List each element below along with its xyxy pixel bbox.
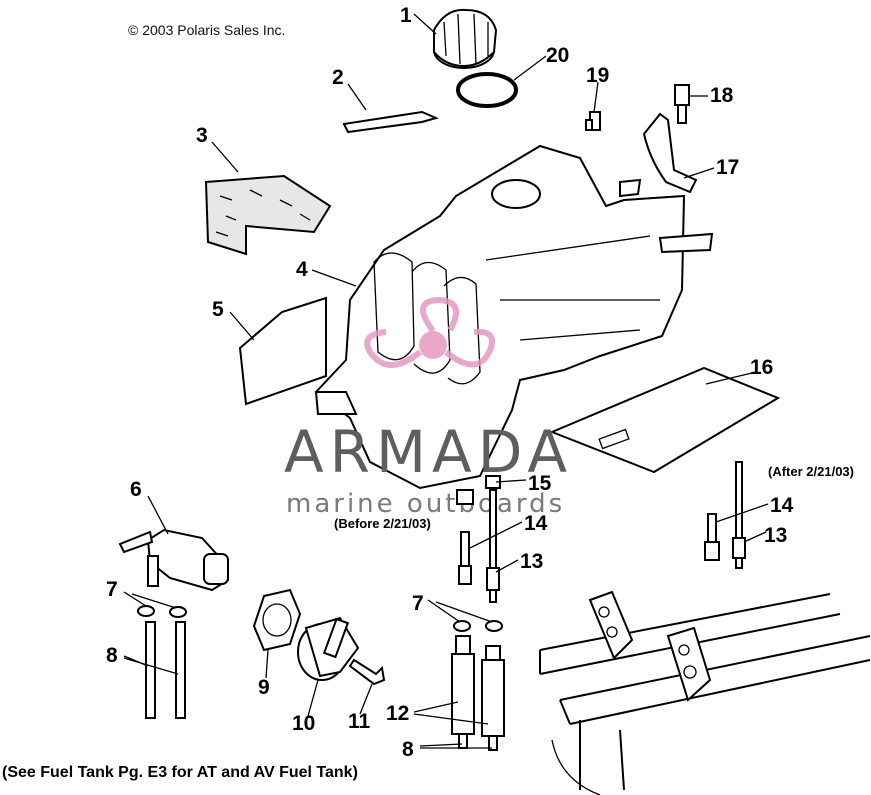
lower-pad: [549, 366, 781, 474]
knob-screw: [348, 658, 386, 686]
footer-note: (See Fuel Tank Pg. E3 for AT and AV Fuel…: [2, 764, 358, 781]
callout-12: 12: [386, 702, 409, 725]
callout-8b: 8: [402, 738, 414, 761]
callout-4: 4: [296, 258, 308, 281]
vehicle-frame: [539, 590, 871, 795]
callout-6: 6: [130, 478, 142, 501]
callout-3: 3: [196, 124, 208, 147]
fuel-hoses-left: [145, 621, 186, 719]
watermark-subtitle: marine outboards: [286, 489, 565, 519]
valve-knob: [297, 616, 360, 681]
vent-hose: [342, 110, 439, 134]
tank-bracket: [642, 112, 698, 194]
fuel-filters: [451, 635, 505, 737]
hose-clamps-left: [137, 605, 187, 618]
callout-9: 9: [258, 676, 270, 699]
callout-10: 10: [292, 712, 315, 735]
note-after-date: (After 2/21/03): [768, 464, 854, 479]
callout-19: 19: [586, 64, 609, 87]
callout-14a: 14: [524, 512, 548, 535]
watermark-title: ARMADA: [284, 418, 573, 486]
hose-clamps-center: [453, 620, 503, 632]
callout-18: 18: [710, 84, 734, 107]
callout-11: 11: [348, 710, 371, 733]
mounting-bolt: [674, 84, 690, 124]
fuel-valve: [118, 528, 230, 592]
watermark-logo: [364, 296, 495, 368]
callout-7b: 7: [412, 592, 424, 615]
tank-pad: [238, 296, 327, 406]
fuel-cap: [433, 8, 498, 69]
valve-nut: [252, 588, 302, 652]
copyright-text: © 2003 Polaris Sales Inc.: [128, 22, 286, 38]
note-before-date: (Before 2/21/03): [334, 516, 431, 531]
fuel-tank: [314, 144, 714, 490]
pad-slot: [598, 428, 630, 450]
fuel-pickup-after: [704, 461, 746, 569]
callout-13b: 13: [764, 524, 787, 547]
callout-1: 1: [400, 4, 412, 27]
callout-17: 17: [716, 156, 739, 179]
callout-16: 16: [750, 356, 773, 379]
vent-fitting: [585, 111, 601, 131]
callout-8a: 8: [106, 644, 118, 667]
callout-numbers: 1 20 2 19 18 3 17 4 5 16 6 15 14 13 14 1…: [106, 4, 794, 761]
callout-2: 2: [332, 66, 344, 89]
heat-shield: [204, 174, 332, 256]
callout-20: 20: [546, 44, 569, 67]
callout-13a: 13: [520, 550, 543, 573]
callout-5: 5: [212, 298, 224, 321]
callout-15: 15: [528, 472, 552, 495]
cap-gasket: [456, 72, 518, 108]
callout-14b: 14: [770, 494, 794, 517]
fuel-pickup-before: [458, 489, 500, 603]
leader-lines: [123, 13, 769, 749]
callout-7a: 7: [106, 578, 118, 601]
tank-grommet: [456, 475, 501, 505]
